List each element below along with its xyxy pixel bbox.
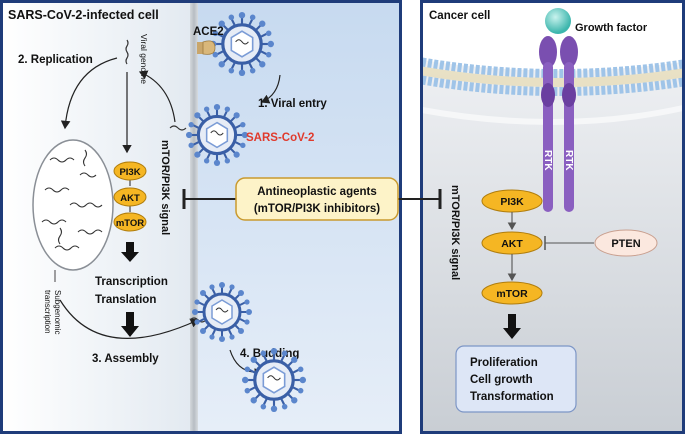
right-mtor-label: mTOR xyxy=(496,288,528,300)
ace2-receptor xyxy=(197,40,216,55)
left-thick-arrow-1 xyxy=(121,242,139,262)
viral-genome-label: Viral genome xyxy=(139,34,149,84)
outcome-cell-growth: Cell growth xyxy=(470,374,533,386)
replication-label: 2. Replication xyxy=(18,54,93,66)
transcription-label: Transcription xyxy=(95,276,168,288)
outcome-proliferation: Proliferation xyxy=(470,357,538,369)
assembly-arrow xyxy=(59,299,200,339)
growth-factor xyxy=(545,8,571,34)
left-mtor-label: mTOR xyxy=(116,218,144,229)
entering-virion xyxy=(186,104,248,166)
left-akt-node xyxy=(113,187,147,207)
right-panel-border xyxy=(420,0,685,434)
left-signal-label: mTOR/PI3K signal xyxy=(159,140,171,235)
cell-membrane xyxy=(190,2,198,432)
replication-arrow xyxy=(60,57,118,130)
translation-label: Translation xyxy=(95,294,156,306)
right-panel: Cancer cell Growth factor RTK RTK PI3K A… xyxy=(420,0,685,434)
pten-node xyxy=(594,229,658,257)
right-pi3k-label: PI3K xyxy=(500,196,524,208)
outcome-box xyxy=(455,345,577,413)
rtk-label-right: RTK xyxy=(563,150,574,171)
rtk-label-left: RTK xyxy=(542,150,553,171)
right-signal-label: mTOR/PI3K signal xyxy=(449,185,461,280)
incoming-virion xyxy=(210,12,274,76)
assembling-virion xyxy=(192,282,252,342)
rtk-dimer xyxy=(539,36,578,212)
viral-genome-strand xyxy=(125,39,129,65)
virus-label: SARS-CoV-2 xyxy=(246,132,314,144)
right-thick-arrow xyxy=(503,314,521,339)
right-akt-label: AKT xyxy=(501,238,523,250)
replicated-genomes xyxy=(41,149,103,251)
released-virion xyxy=(242,348,306,412)
nucleus-edge xyxy=(421,105,684,126)
agents-line2: (mTOR/PI3K inhibitors) xyxy=(254,203,380,215)
left-akt-label: AKT xyxy=(120,193,140,204)
agents-line1: Antineoplastic agents xyxy=(257,186,377,198)
antineoplastic-agents: Antineoplastic agents (mTOR/PI3K inhibit… xyxy=(182,177,442,221)
entry-label: 1. Viral entry xyxy=(258,98,327,110)
subgenomic-label-line2: transcription xyxy=(43,290,52,334)
ace2-label: ACE2 xyxy=(193,26,224,38)
pten-label: PTEN xyxy=(611,238,640,250)
left-panel-border xyxy=(0,0,402,434)
released-genome xyxy=(169,125,187,131)
entry-arrow xyxy=(260,74,281,104)
left-mtor-node xyxy=(113,212,147,232)
left-panel-title: SARS-CoV-2-infected cell xyxy=(8,8,159,22)
left-panel: SARS-CoV-2-infected cell Viral genome 2.… xyxy=(0,0,402,434)
assembly-label: 3. Assembly xyxy=(92,353,159,365)
growth-factor-label: Growth factor xyxy=(575,22,648,34)
virion-to-genome-arrow xyxy=(138,70,176,123)
replication-vesicle xyxy=(32,139,114,271)
agents-box xyxy=(235,177,399,221)
left-pi3k-label: PI3K xyxy=(119,167,140,178)
left-thick-arrow-2 xyxy=(121,312,139,337)
left-pi3k-node xyxy=(113,161,147,181)
budding-label: 4. Budding xyxy=(240,348,299,360)
right-mtor-node xyxy=(481,281,543,305)
outcome-transformation: Transformation xyxy=(470,391,554,403)
subgenomic-label-line1: Subgenomic xyxy=(53,290,62,334)
right-cytoplasm xyxy=(422,60,683,432)
right-panel-title: Cancer cell xyxy=(429,10,490,22)
